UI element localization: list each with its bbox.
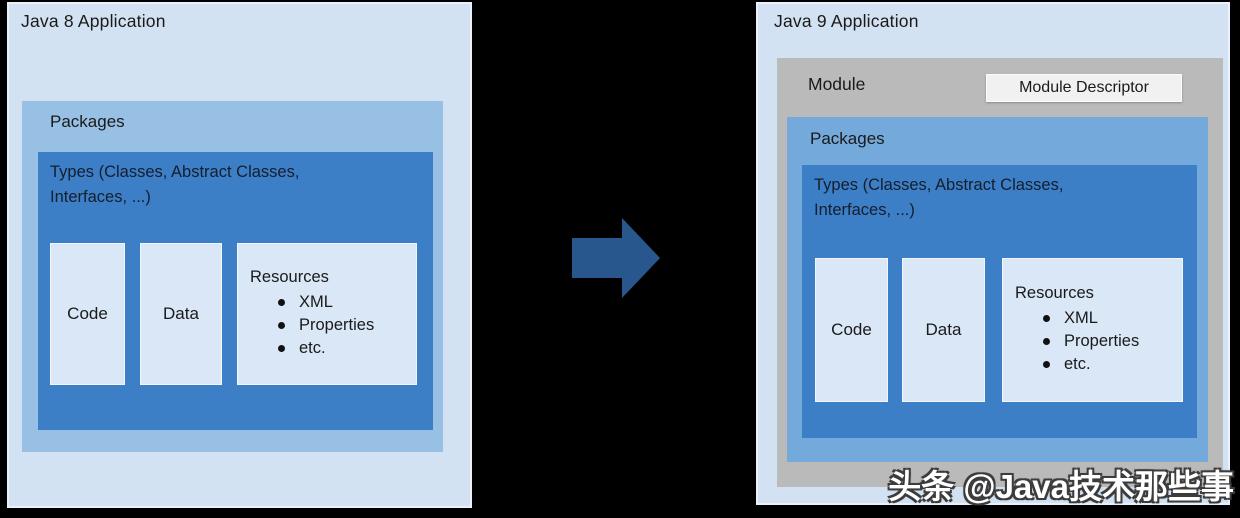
java8-data-label: Data	[163, 304, 199, 323]
java8-resources-title: Resources	[250, 268, 329, 286]
resource-item: Properties	[1043, 330, 1139, 353]
java9-code-label: Code	[831, 320, 872, 339]
java9-resources-list: XML Properties etc.	[1015, 307, 1139, 376]
resource-item: XML	[1043, 307, 1139, 330]
java9-module-descriptor-label: Module Descriptor	[1019, 79, 1149, 96]
java9-packages-box: Packages Types (Classes, Abstract Classe…	[787, 117, 1208, 462]
java9-packages-label: Packages	[810, 129, 885, 148]
java8-code-label: Code	[67, 304, 108, 323]
resource-item: XML	[278, 291, 374, 314]
java9-module-box: Module Module Descriptor Packages Types …	[777, 58, 1223, 487]
java9-data-label: Data	[925, 320, 962, 339]
right-arrow-icon	[572, 218, 660, 298]
resource-item: etc.	[1043, 353, 1139, 376]
java9-application-box: Java 9 Application Module Module Descrip…	[756, 2, 1230, 505]
resource-item: etc.	[278, 337, 374, 360]
java8-data-box: Data	[140, 243, 222, 385]
java8-title: Java 8 Application	[21, 11, 166, 31]
java9-resources-box: Resources XML Properties etc.	[1002, 258, 1183, 402]
java8-resources-list: XML Properties etc.	[250, 291, 374, 360]
java9-title: Java 9 Application	[774, 11, 919, 31]
resource-item: Properties	[278, 314, 374, 337]
java8-types-label: Types (Classes, Abstract Classes, Interf…	[50, 163, 300, 206]
right-arrow-shape	[572, 218, 660, 298]
java9-resources-title: Resources	[1015, 284, 1094, 302]
java9-types-label: Types (Classes, Abstract Classes, Interf…	[814, 176, 1064, 219]
java8-types-box: Types (Classes, Abstract Classes, Interf…	[38, 152, 433, 430]
java9-module-label: Module	[808, 74, 866, 94]
java8-code-box: Code	[50, 243, 125, 385]
watermark-text: 头条 @Java技术那些事	[888, 468, 1234, 505]
java9-data-box: Data	[902, 258, 985, 402]
java8-packages-label: Packages	[50, 112, 125, 131]
java8-resources-box: Resources XML Properties etc.	[237, 243, 417, 385]
java8-packages-box: Packages Types (Classes, Abstract Classe…	[22, 101, 443, 452]
java9-code-box: Code	[815, 258, 888, 402]
java9-types-box: Types (Classes, Abstract Classes, Interf…	[802, 165, 1197, 438]
java8-application-box: Java 8 Application Packages Types (Class…	[7, 2, 472, 508]
java9-module-descriptor-box: Module Descriptor	[986, 74, 1182, 102]
